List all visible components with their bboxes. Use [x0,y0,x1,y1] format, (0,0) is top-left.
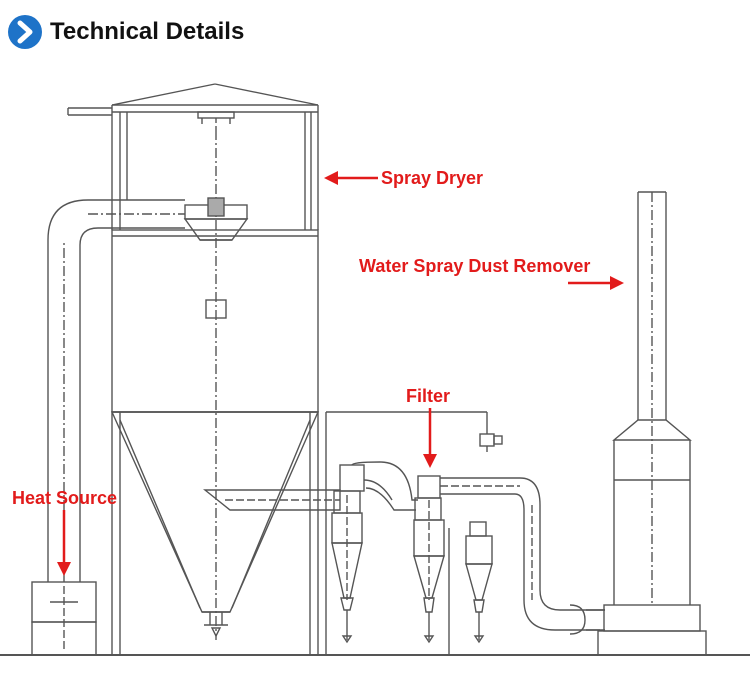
duct-to-remover [440,477,605,635]
filter-frame [325,411,488,655]
page-title: Technical Details [50,18,245,45]
duct-cyclone-filter [351,461,418,501]
label-heat-source: Heat Source [12,488,117,508]
arrow-spray-dryer [324,171,378,185]
cyclone-2 [413,475,445,644]
arrow-heat-source [57,510,71,576]
fan [479,433,503,452]
section-header: Technical Details [8,10,244,54]
arrow-water-spray [568,276,624,290]
dryer-tower [110,229,320,655]
label-spray-dryer: Spray Dryer [381,168,483,188]
cyclone-3 [465,521,493,644]
arrow-filter [423,408,437,468]
label-filter: Filter [406,386,450,406]
atomizer-head [183,197,249,241]
water-spray-remover [597,191,707,656]
chevron-right-icon [8,15,42,49]
top-motor [197,111,235,130]
outlet-duct [203,489,341,511]
roof-frame [67,83,319,230]
cyclone-1 [331,464,365,644]
heat-source-box [31,581,97,656]
label-water-spray: Water Spray Dust Remover [359,256,590,276]
